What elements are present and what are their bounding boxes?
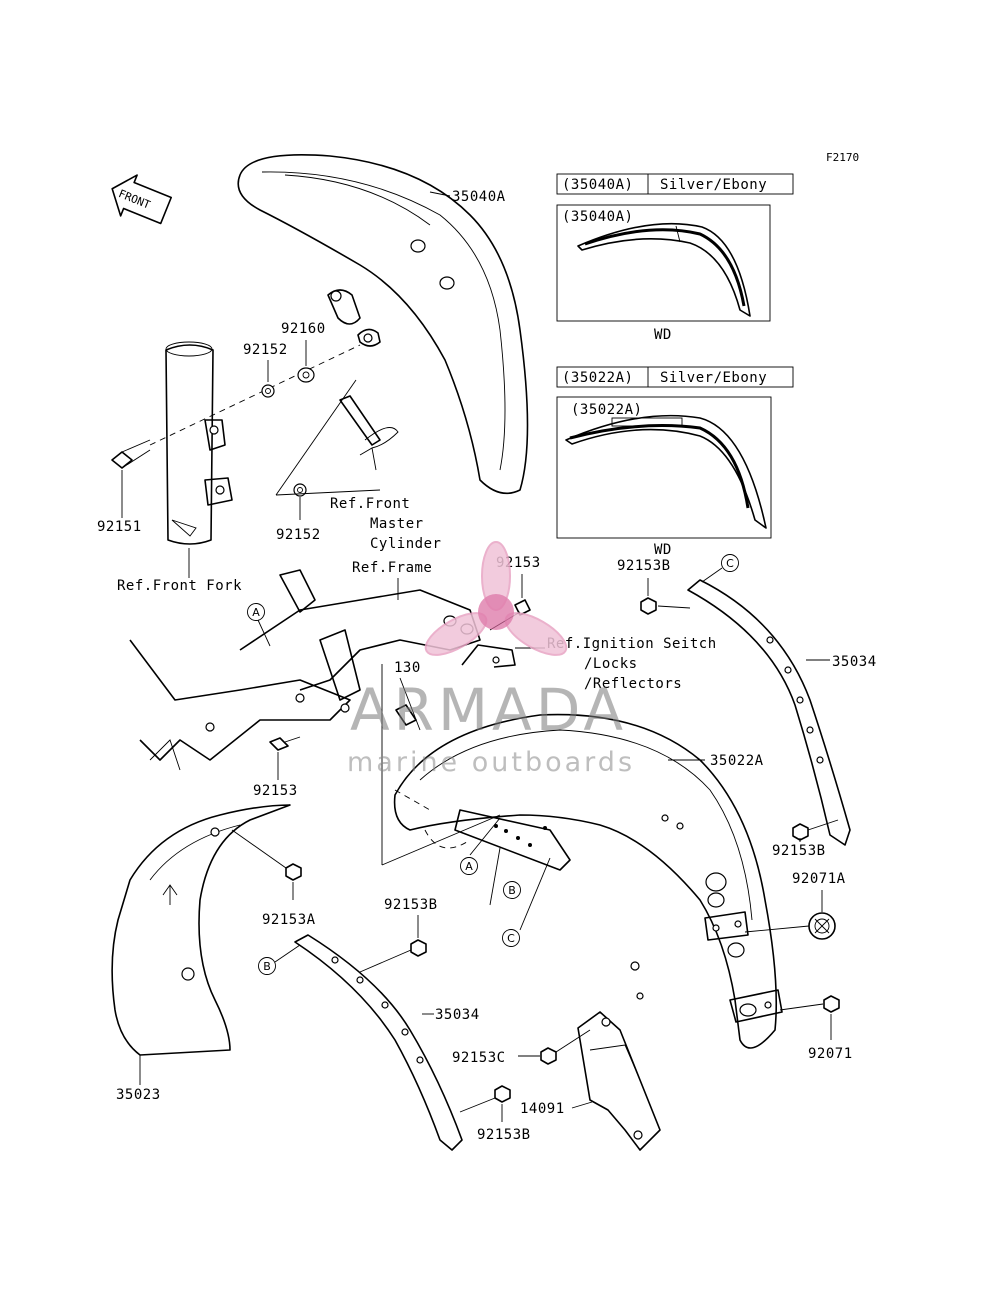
front-fork [165,341,233,578]
svg-text:C: C [507,932,515,945]
front-direction-label: FRONT [117,187,153,212]
label-14091: 14091 [520,1101,565,1117]
inset-caption: WD [654,327,672,343]
nut-92153B-bottom [459,1085,511,1113]
connector-mark-A-fender: A [460,857,478,875]
color-table-35022A: (35022A) Silver/Ebony [556,366,794,388]
label-130: 130 [394,660,421,676]
connector-mark-A-frame: A [247,603,265,621]
nut-92071 [823,995,840,1013]
label-35023: 35023 [116,1087,161,1103]
label-92153B-mid: 92153B [384,897,438,913]
color-table-color: Silver/Ebony [660,177,767,193]
label-92160: 92160 [281,321,326,337]
label-ref-ignition-1: Ref.Ignition Seitch [547,636,717,652]
label-ref-frame: Ref.Frame [352,560,432,576]
color-table-35040A: (35040A) Silver/Ebony [556,173,794,195]
washer-92152-bottom [293,483,307,497]
nut-92153B-mid [359,939,427,973]
label-92153C: 92153C [452,1050,506,1066]
label-35022A: 35022A [710,753,764,769]
svg-text:C: C [726,557,734,570]
color-table-color: Silver/Ebony [660,370,767,386]
nut-92153A [231,829,302,881]
svg-text:A: A [465,860,473,873]
nut-92153B-top [640,597,691,615]
bolt-92151 [111,439,151,469]
nut-92153C [540,1029,591,1065]
armada-watermark-logo: ARMADA marine outboards [347,541,635,778]
bolt-92153-left [269,736,301,751]
bracket-14091 [577,1011,661,1151]
inset-title: (35040A) [562,209,633,225]
ignition-bracket [461,644,516,668]
connector-mark-C-fender: C [502,929,520,947]
label-35034-bottom: 35034 [435,1007,480,1023]
washer-92152-top [261,384,275,398]
propeller-icon [424,541,568,656]
front-direction-arrow-icon: FRONT [111,174,173,225]
label-92071: 92071 [808,1046,853,1062]
inset-title: (35022A) [571,402,642,418]
label-92151: 92151 [97,519,142,535]
svg-text:B: B [263,960,271,973]
label-ref-ignition-2: /Locks [584,656,638,672]
label-92153A: 92153A [262,912,316,928]
label-ref-front-master-cylinder-1: Ref.Front [330,496,410,512]
watermark-brand: ARMADA [350,676,627,744]
color-table-part: (35022A) [562,370,633,386]
front-fender-35040A [237,154,529,495]
svg-text:B: B [508,884,516,897]
connector-mark-B-bracket: B [258,957,276,975]
collar-92160 [297,367,315,383]
label-35034-right: 35034 [832,654,877,670]
label-35040A: 35040A [452,189,506,205]
inset-caption: WD [654,542,672,558]
label-92153B-bottom: 92153B [477,1127,531,1143]
label-ref-front-master-cylinder-2: Master [370,516,424,532]
label-92152-top: 92152 [243,342,288,358]
fender-strut-35034-left [294,934,463,1151]
svg-text:A: A [252,606,260,619]
inset-35040A: (35040A) WD [556,204,771,343]
fender-strut-35034-right [687,579,851,846]
connector-mark-B-fender: B [503,881,521,899]
label-92153B-right: 92153B [772,843,826,859]
brake-hose-bracket [339,395,399,471]
label-92153B-top: 92153B [617,558,671,574]
label-92071A: 92071A [792,871,846,887]
inner-fender-35023 [111,804,291,1056]
rear-fender-35022A [393,713,783,1049]
inset-35022A: (35022A) WD [556,396,772,558]
color-table-part: (35040A) [562,177,633,193]
watermark-tagline: marine outboards [347,747,635,778]
connector-mark-C-bracket: C [721,554,739,572]
clamp-130 [395,704,417,726]
label-92152-bottom: 92152 [276,527,321,543]
figure-code: F2170 [826,151,859,164]
nut-92153B-right [792,819,839,841]
label-ref-ignition-3: /Reflectors [584,676,682,692]
grommet-92071A [808,912,836,940]
label-ref-front-fork: Ref.Front Fork [117,578,242,594]
label-92153-left: 92153 [253,783,298,799]
label-ref-front-master-cylinder-3: Cylinder [370,536,441,552]
